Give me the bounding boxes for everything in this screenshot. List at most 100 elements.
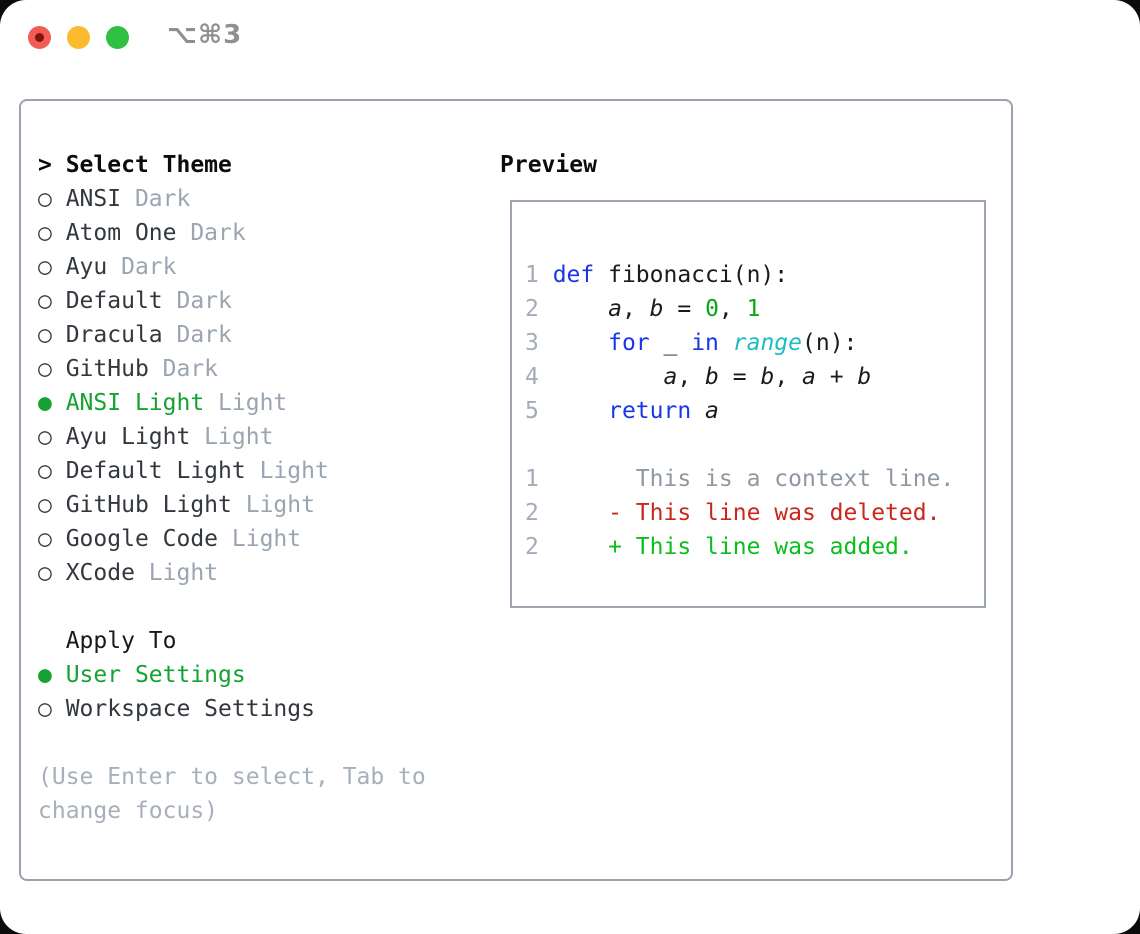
- code-token: =: [663, 296, 706, 322]
- option-label: User Settings: [65, 662, 246, 688]
- code-token: 0: [705, 296, 719, 322]
- code-token: b: [705, 364, 719, 390]
- option-label: ANSI: [65, 186, 122, 212]
- apply-to-option[interactable]: ○ Workspace Settings: [38, 692, 315, 726]
- code-token: [553, 398, 608, 424]
- radio-icon: ○: [38, 526, 66, 552]
- option-label: Google Code: [65, 526, 219, 552]
- theme-preview-pane: 1 def fibonacci(n): 2 a, b = 0, 1 3 for _ …: [510, 200, 986, 608]
- code-token: [553, 364, 664, 390]
- line-number: 4: [525, 364, 553, 390]
- code-line: 2 + This line was added.: [525, 530, 984, 564]
- code-token: =: [718, 364, 761, 390]
- theme-option[interactable]: ● ANSI Light Light: [38, 386, 329, 420]
- code-line: 2 - This line was deleted.: [525, 496, 984, 530]
- select-theme-header: > Select Theme: [38, 148, 232, 182]
- code-token: range: [732, 330, 802, 356]
- minimize-button[interactable]: [67, 26, 90, 49]
- apply-to-option[interactable]: ● User Settings: [38, 658, 315, 692]
- code-token: ,: [774, 364, 803, 390]
- code-line: 4 a, b = b, a + b: [525, 360, 984, 394]
- code-token: a: [802, 364, 816, 390]
- radio-selected-icon: ●: [38, 390, 66, 416]
- code-token: a: [608, 296, 622, 322]
- option-variant-label: Light: [190, 424, 274, 450]
- theme-option[interactable]: ○ Google Code Light: [38, 522, 329, 556]
- option-variant-label: Light: [231, 492, 315, 518]
- close-button[interactable]: [28, 26, 51, 49]
- close-dot-icon: [35, 33, 44, 42]
- code-token: ,: [677, 364, 706, 390]
- theme-option[interactable]: ○ Dracula Dark: [38, 318, 329, 352]
- code-token: [691, 398, 705, 424]
- code-token: +: [815, 364, 858, 390]
- theme-option[interactable]: ○ ANSI Dark: [38, 182, 329, 216]
- code-token: b: [649, 296, 664, 322]
- option-variant-label: Dark: [162, 322, 232, 348]
- option-variant-label: Dark: [148, 356, 219, 382]
- zoom-button[interactable]: [106, 26, 129, 49]
- theme-option[interactable]: ○ Ayu Dark: [38, 250, 329, 284]
- option-label: Workspace Settings: [65, 696, 315, 722]
- code-token: a: [663, 364, 678, 390]
- option-variant-label: Light: [245, 458, 329, 484]
- theme-option[interactable]: ○ GitHub Dark: [38, 352, 329, 386]
- option-variant-label: Dark: [107, 254, 177, 280]
- theme-option[interactable]: ○ GitHub Light Light: [38, 488, 329, 522]
- line-number: 5: [525, 398, 553, 424]
- option-variant-label: Dark: [121, 186, 191, 212]
- radio-icon: ○: [38, 492, 66, 518]
- code-line: 1 This is a context line.: [525, 462, 984, 496]
- line-number: [525, 432, 539, 458]
- radio-icon: ○: [38, 186, 66, 212]
- code-token: b: [760, 364, 775, 390]
- theme-option[interactable]: ○ Atom One Dark: [38, 216, 329, 250]
- theme-option[interactable]: ○ Default Dark: [38, 284, 329, 318]
- option-label: Atom One: [65, 220, 177, 246]
- code-token: ,: [621, 296, 650, 322]
- option-variant-label: Light: [218, 526, 302, 552]
- line-number: 1: [525, 466, 553, 492]
- radio-icon: ○: [38, 696, 66, 722]
- preview-title: Preview: [500, 152, 597, 178]
- code-line: [525, 428, 984, 462]
- code-token: [719, 330, 733, 356]
- code-token: ,: [718, 296, 747, 322]
- apply-to-indent: [38, 628, 66, 654]
- code-token: fibonacci(n):: [594, 262, 789, 288]
- code-token: for: [608, 330, 650, 356]
- option-label: Default Light: [65, 458, 246, 484]
- code-token: [553, 330, 608, 356]
- option-label: GitHub Light: [65, 492, 232, 518]
- line-number: 3: [525, 330, 553, 356]
- option-label: Default: [65, 288, 163, 314]
- option-label: Ayu: [65, 254, 108, 280]
- theme-option[interactable]: ○ Ayu Light Light: [38, 420, 329, 454]
- line-number: 1: [525, 262, 553, 288]
- titlebar: ⌥⌘3: [0, 0, 1140, 76]
- theme-option[interactable]: ○ Default Light Light: [38, 454, 329, 488]
- code-token: def: [552, 262, 595, 288]
- option-label: Dracula: [65, 322, 163, 348]
- radio-icon: ○: [38, 356, 66, 382]
- theme-option[interactable]: ○ XCode Light: [38, 556, 329, 590]
- code-token: b: [857, 364, 872, 390]
- code-token: - This line was deleted.: [552, 500, 941, 526]
- radio-icon: ○: [38, 424, 66, 450]
- option-label: ANSI Light: [65, 390, 205, 416]
- code-line: 1 def fibonacci(n):: [525, 258, 984, 292]
- radio-icon: ○: [38, 458, 66, 484]
- line-number: 2: [525, 500, 553, 526]
- radio-selected-icon: ●: [38, 662, 66, 688]
- footer-hint: (Use Enter to select, Tab to change focu…: [38, 760, 426, 828]
- code-token: [553, 296, 608, 322]
- line-number: 2: [525, 296, 553, 322]
- option-variant-label: Light: [204, 390, 288, 416]
- code-token: This is a context line.: [552, 466, 955, 492]
- code-token: + This line was added.: [552, 534, 913, 560]
- footer-hint-line-2: change focus): [38, 798, 219, 824]
- option-label: XCode: [65, 560, 135, 586]
- focus-caret-icon: >: [38, 152, 66, 178]
- footer-hint-line-1: (Use Enter to select, Tab to: [38, 764, 426, 790]
- code-line: 3 for _ in range(n):: [525, 326, 984, 360]
